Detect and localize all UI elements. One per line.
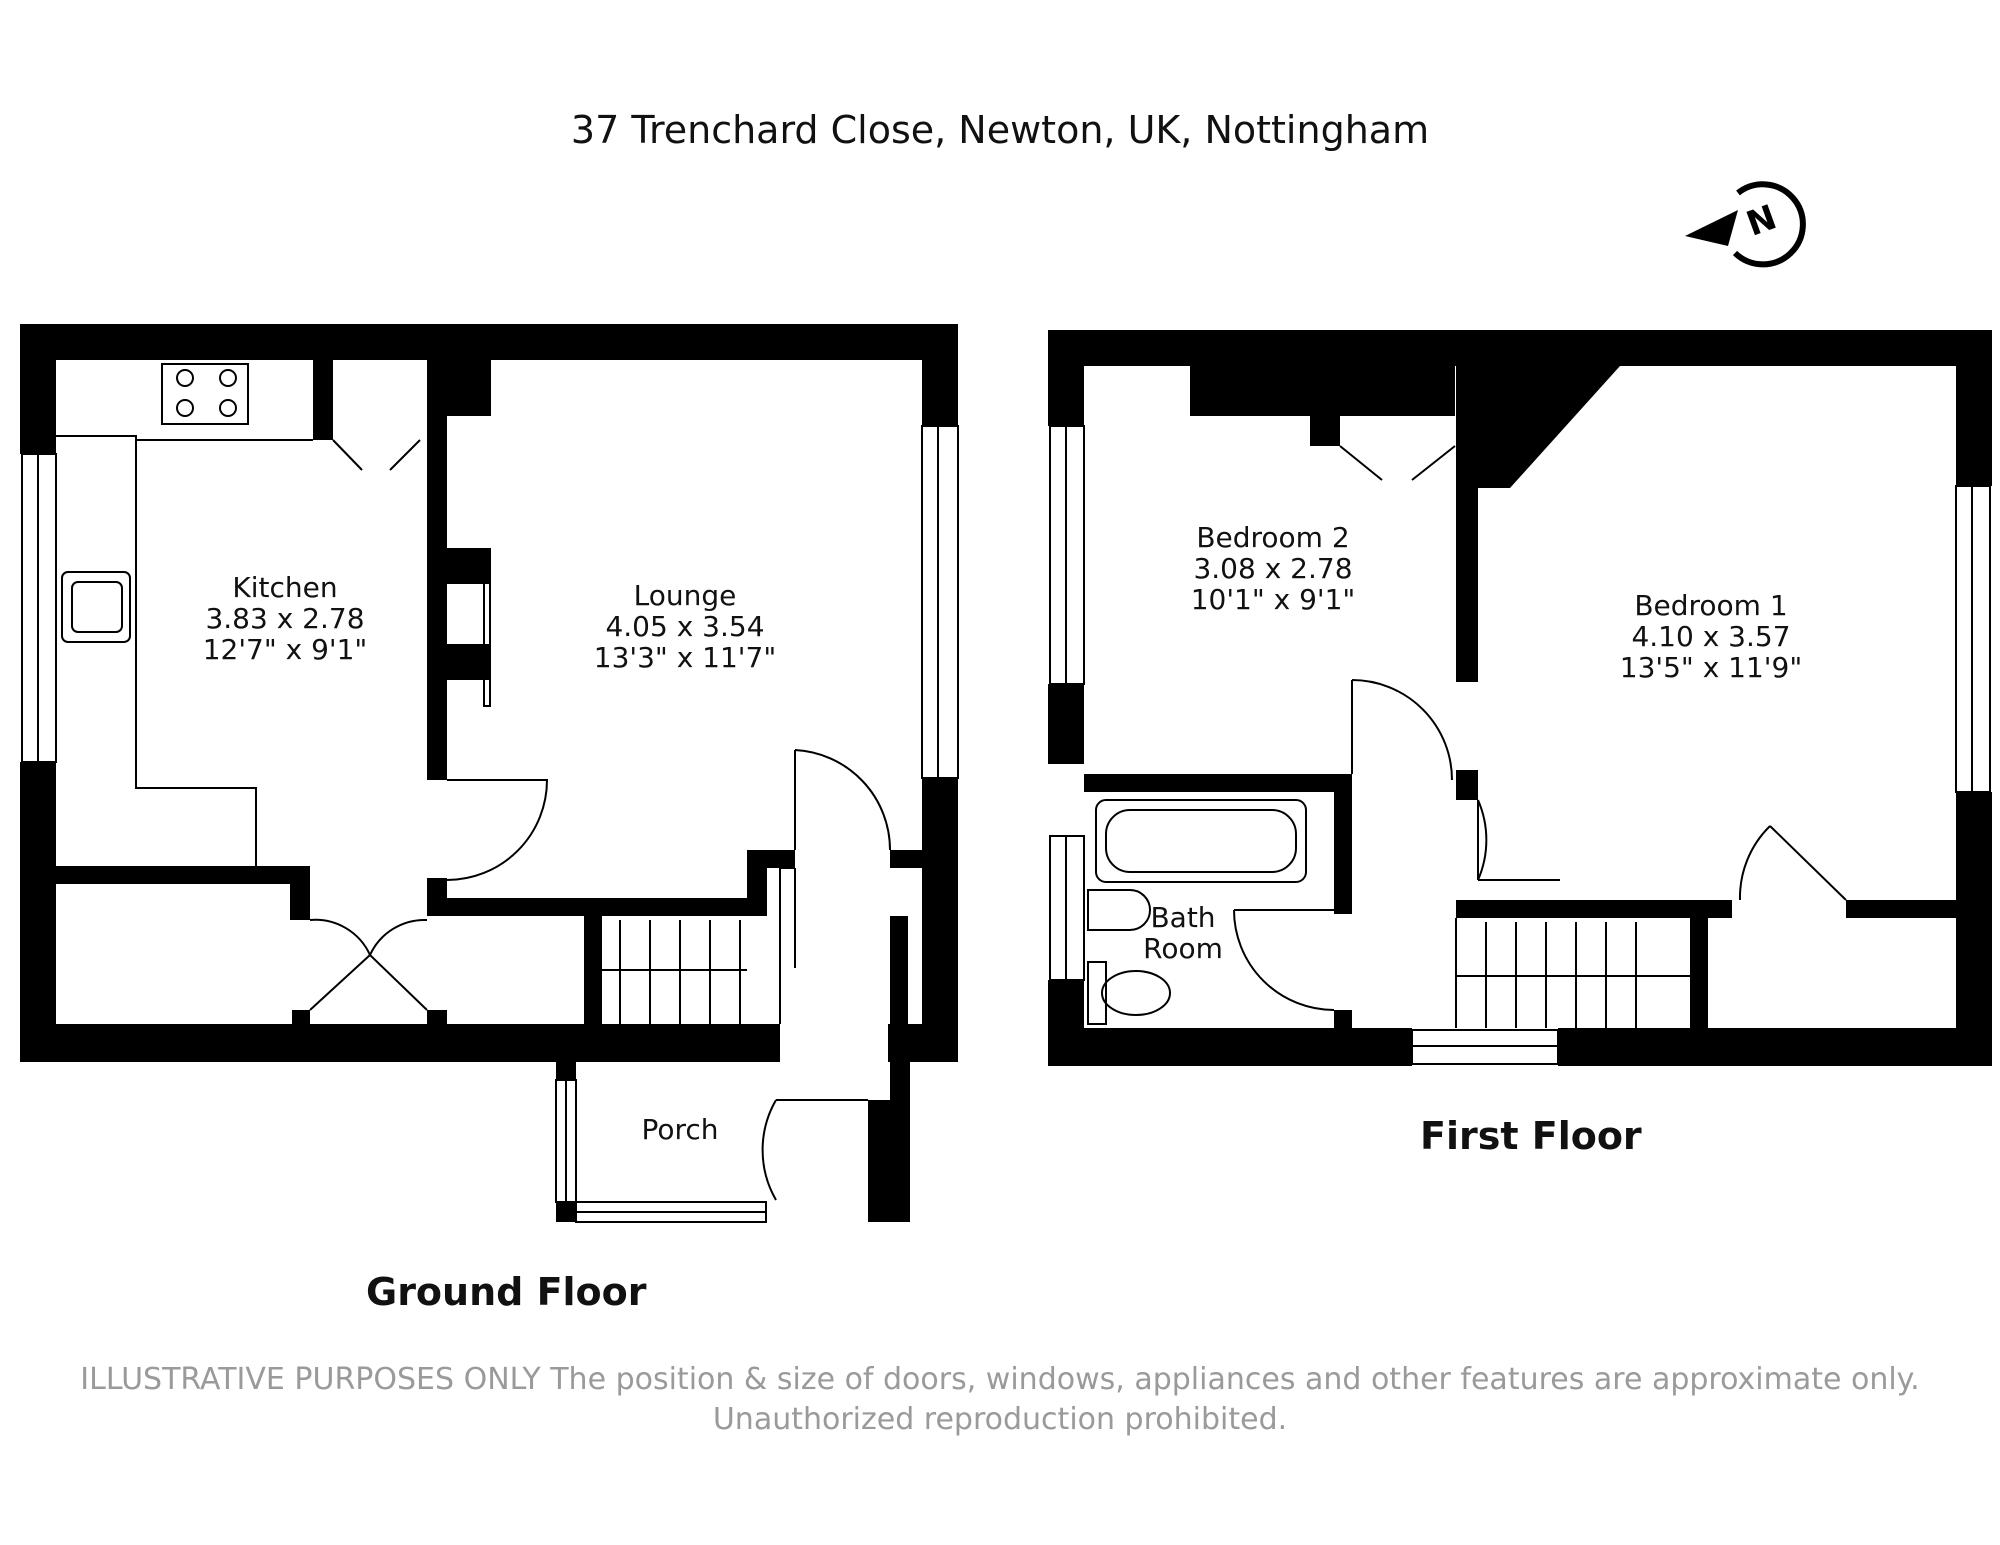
room-label-kitchen: Kitchen 3.83 x 2.78 12'7" x 9'1" — [202, 571, 368, 666]
first-floor-plan — [1048, 330, 1992, 1066]
room-label-bedroom-1: Bedroom 1 4.10 x 3.57 13'5" x 11'9" — [1619, 589, 1803, 684]
disclaimer-line-1: ILLUSTRATIVE PURPOSES ONLY The position … — [80, 1362, 1920, 1397]
ground-floor-plan — [20, 324, 958, 1222]
room-label-bath-room: Bath Room — [1143, 901, 1223, 965]
first-floor-details — [1049, 425, 1991, 1065]
room-label-bedroom-2: Bedroom 2 3.08 x 2.78 10'1" x 9'1" — [1190, 521, 1356, 616]
north-compass-icon: N — [1685, 181, 1806, 268]
first-floor-label: First Floor — [1420, 1114, 1642, 1158]
room-label-porch: Porch — [641, 1113, 719, 1146]
compass-letter: N — [1741, 197, 1781, 244]
ground-floor-label: Ground Floor — [366, 1270, 647, 1314]
room-label-lounge: Lounge 4.05 x 3.54 13'3" x 11'7" — [593, 579, 777, 674]
property-address-title: 37 Trenchard Close, Newton, UK, Nottingh… — [570, 108, 1430, 152]
disclaimer-line-2: Unauthorized reproduction prohibited. — [712, 1402, 1288, 1437]
disclaimer: ILLUSTRATIVE PURPOSES ONLY The position … — [0, 1360, 2000, 1440]
ground-floor-details — [21, 363, 959, 1223]
